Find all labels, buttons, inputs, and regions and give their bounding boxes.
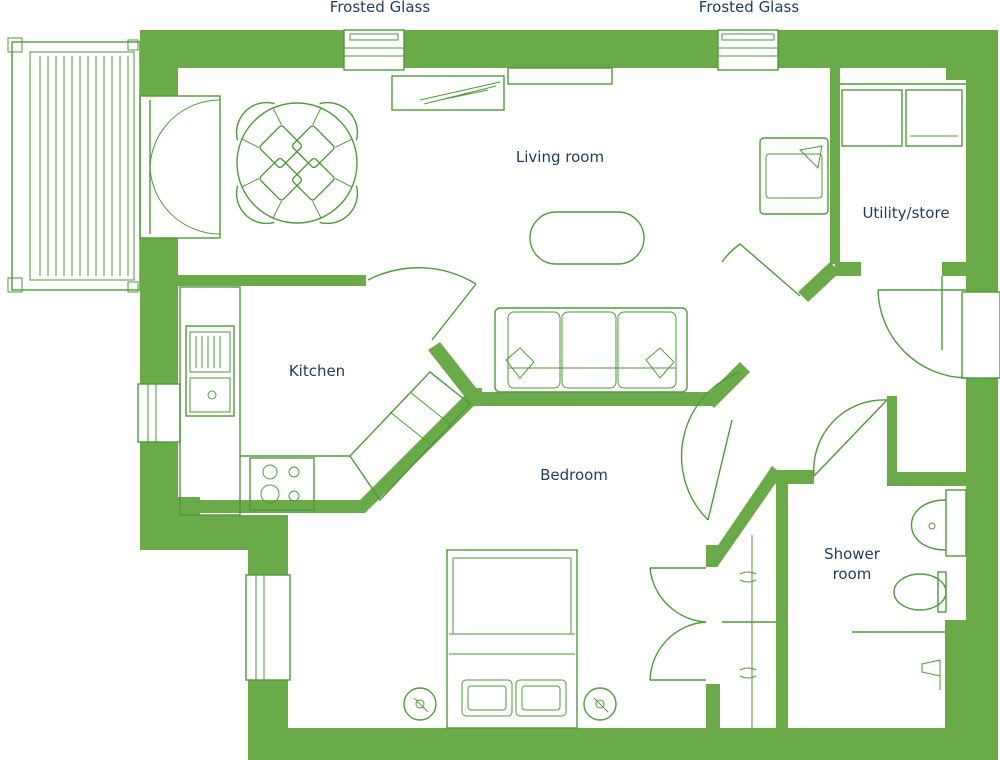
tv-unit	[391, 67, 613, 111]
room-label-living: Living room	[516, 148, 604, 166]
room-label-shower: Shower	[824, 545, 881, 563]
window-frosted-left	[343, 29, 405, 71]
dining-chair	[235, 157, 303, 225]
double-bed	[446, 549, 578, 729]
bedside-lamp-right	[583, 687, 617, 721]
armchair	[759, 137, 829, 215]
sofa	[494, 307, 688, 393]
window-kitchen	[137, 383, 181, 443]
coffee-table	[529, 211, 645, 265]
utility-door[interactable]	[721, 243, 967, 379]
room-label-utility: Utility/store	[862, 204, 949, 222]
dining-chair	[291, 101, 359, 169]
washing-machine	[841, 89, 903, 147]
window-frosted-right	[717, 29, 779, 71]
frosted-glass-label-right: Frosted Glass	[699, 0, 800, 16]
dining-table	[236, 102, 358, 224]
room-label-kitchen: Kitchen	[289, 362, 345, 380]
kitchen-counter	[179, 286, 472, 516]
washbasin	[910, 489, 967, 557]
kitchen-door[interactable]	[367, 267, 477, 341]
balcony-doors[interactable]	[139, 95, 221, 239]
kitchen-sink	[185, 325, 235, 417]
dining-chair	[235, 101, 303, 169]
dining-chair	[291, 157, 359, 225]
bedroom-door[interactable]	[680, 371, 741, 521]
shower-door[interactable]	[813, 399, 888, 477]
walls	[140, 30, 998, 760]
kitchen-units-angled	[389, 391, 451, 445]
frosted-glass-label-left: Frosted Glass	[330, 0, 431, 16]
hob	[249, 457, 315, 511]
bedside-lamp-left	[403, 687, 437, 721]
wardrobe	[649, 535, 776, 728]
window-shower	[961, 291, 1000, 379]
toilet	[893, 571, 947, 613]
room-label-bedroom: Bedroom	[540, 466, 608, 484]
window-bedroom	[245, 574, 291, 681]
balcony	[7, 37, 141, 293]
shower-area	[852, 631, 945, 690]
room-label-shower-2: room	[833, 565, 872, 583]
tumble-dryer	[905, 89, 963, 147]
